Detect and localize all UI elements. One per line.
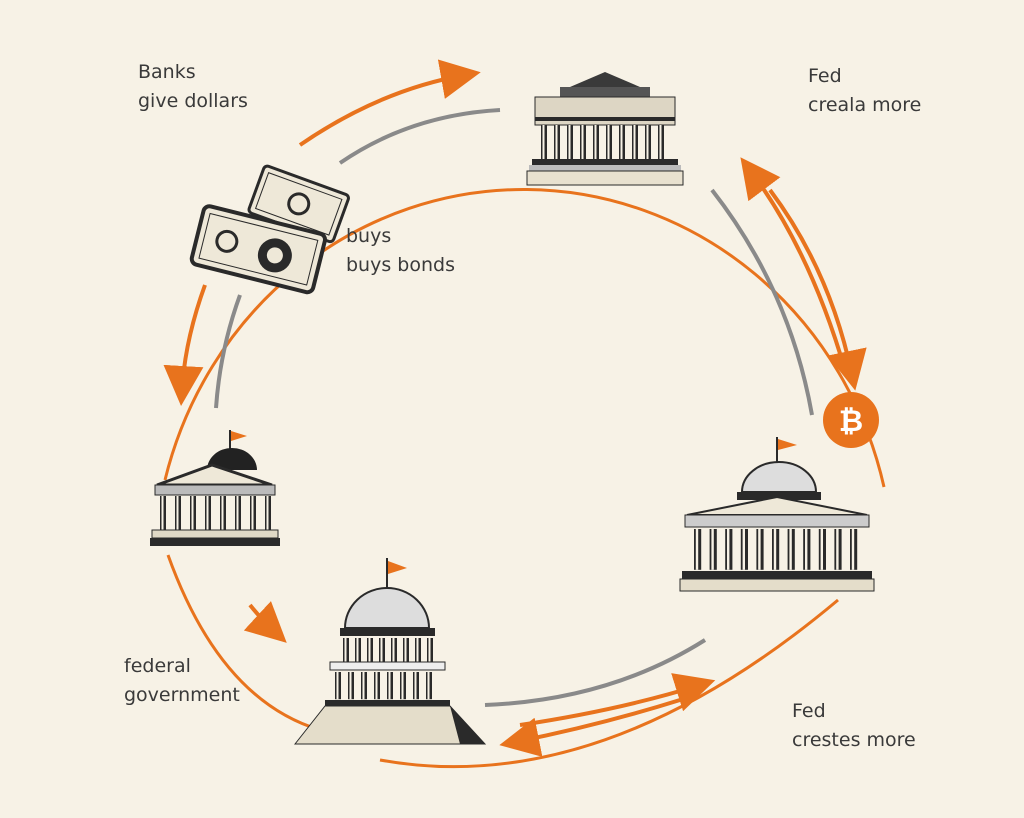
label-line: federal — [124, 655, 191, 677]
arrow-right-down — [768, 188, 867, 391]
label-line: give dollars — [138, 90, 248, 112]
label-line: government — [124, 684, 240, 706]
arrow-banks-to-top — [298, 59, 481, 147]
label-buys-bonds: buys buys bonds — [346, 222, 455, 280]
capitol-building-icon — [293, 558, 487, 745]
gray-arc-top — [338, 108, 501, 165]
arrow-bottom-left — [499, 698, 681, 757]
svg-text:₿: ₿ — [839, 404, 863, 439]
label-fed-top: Fed creala more — [808, 62, 921, 120]
bitcoin-icon: ₿ — [823, 392, 879, 448]
bank-building-left-icon — [150, 430, 280, 546]
label-federal-government: federal government — [124, 652, 240, 710]
arrow-to-capitol — [243, 601, 287, 643]
fed-building-right-icon — [679, 437, 875, 592]
outer-orange-arc-bottom-right — [379, 598, 839, 769]
arrow-right-up — [740, 157, 847, 371]
arrow-left-down — [163, 284, 207, 406]
label-line: Banks — [138, 61, 196, 83]
label-line: crestes more — [792, 729, 916, 751]
label-banks-give-dollars: Banks give dollars — [138, 58, 248, 116]
label-line: buys — [346, 225, 392, 247]
label-fed-bottom: Fed crestes more — [792, 697, 916, 755]
label-line: buys bonds — [346, 254, 455, 276]
outer-orange-arc-top — [163, 188, 886, 488]
gray-arc-right — [710, 188, 814, 416]
gray-arc-left — [214, 294, 242, 409]
arrow-bottom-right — [519, 673, 716, 727]
label-line: creala more — [808, 94, 922, 116]
label-line: Fed — [808, 65, 842, 87]
outer-orange-arc-bottom — [166, 554, 321, 732]
bank-building-top-icon — [526, 72, 684, 186]
dollar-bills-icon — [189, 164, 350, 295]
gray-arc-bottom — [484, 638, 707, 707]
label-line: Fed — [792, 700, 826, 722]
